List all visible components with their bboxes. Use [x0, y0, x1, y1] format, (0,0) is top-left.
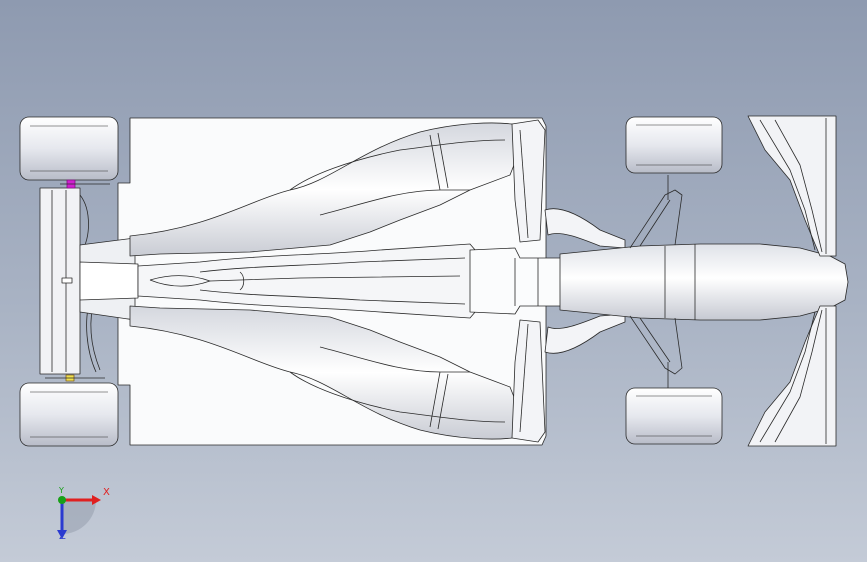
rear-right-tire	[19, 382, 119, 447]
nose-cone	[559, 243, 849, 321]
bargeboard-top	[511, 119, 546, 243]
cockpit	[469, 247, 563, 315]
bargeboard-bottom	[511, 319, 546, 443]
front-right-tire	[625, 387, 723, 445]
front-wing-top	[747, 115, 837, 257]
axis-triad	[57, 495, 101, 539]
y-axis-dot-icon	[58, 496, 66, 504]
y-axis-label: Y	[59, 486, 64, 495]
x-axis-arrow-icon	[92, 495, 101, 505]
z-axis-label: Z	[59, 531, 66, 542]
front-left-tire	[625, 116, 723, 174]
z-axis-arrow-icon	[57, 530, 67, 539]
sidepod-right	[129, 305, 521, 440]
x-axis-label: X	[103, 487, 110, 498]
rear-left-tire	[19, 116, 119, 181]
front-wing-bottom	[747, 305, 837, 447]
rear-wing	[39, 187, 81, 375]
sidepod-left	[129, 122, 521, 257]
